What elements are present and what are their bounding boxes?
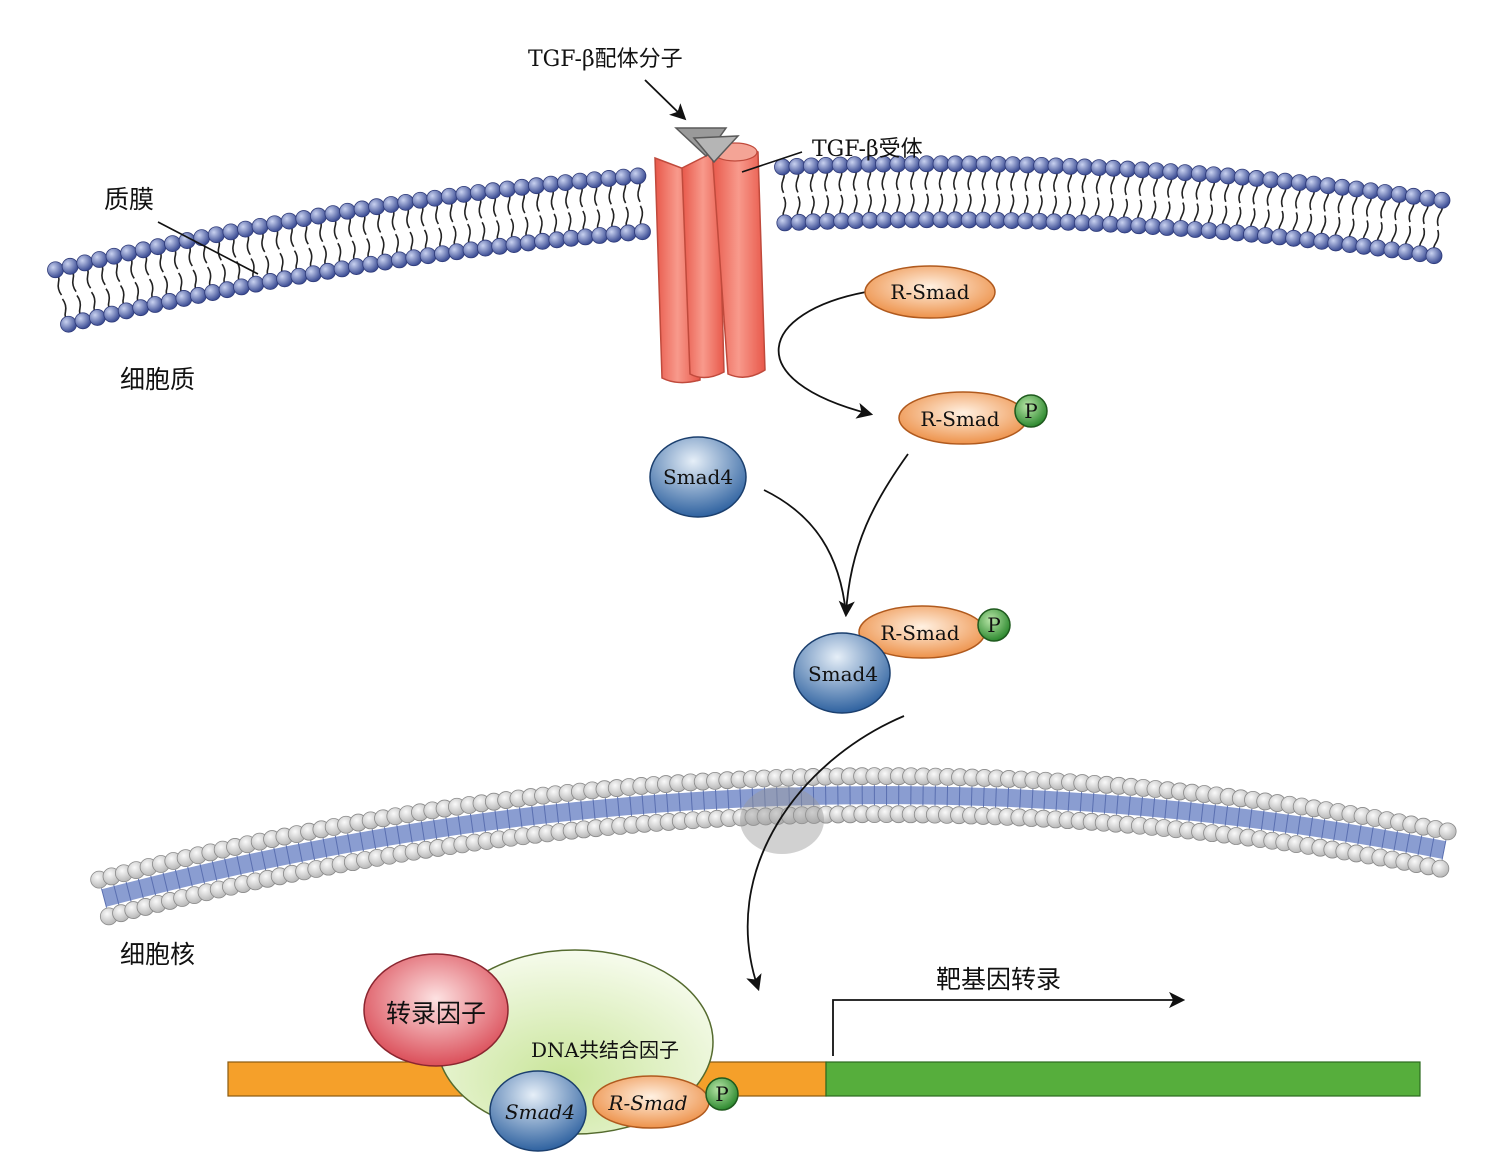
dna-phospho-icon [705, 1077, 739, 1111]
plasma-membrane-label: 质膜 [104, 185, 154, 214]
nuclear-import-arrow [746, 715, 905, 992]
dna-smad4-label: Smad4 [505, 1100, 575, 1124]
r-smad-phospho-node: R-Smad P [898, 391, 1048, 445]
phosphorylation-arrow [777, 291, 874, 419]
smad-complex: R-Smad P Smad4 [793, 605, 1011, 714]
plasma-membrane [47, 155, 1451, 333]
dna-r-smad-label: R-Smad [607, 1091, 687, 1115]
complex-phospho-label: P [987, 613, 1000, 637]
nuclear-envelope [90, 767, 1457, 926]
tgf-beta-ligand-icon [674, 127, 740, 164]
r-smad-phospho-label: R-Smad [920, 407, 999, 431]
transcription-complex: DNA共结合因子 转录因子 Smad4 R-Smad P [363, 949, 739, 1152]
complex-smad4-label: Smad4 [808, 662, 878, 686]
r-smad-label: R-Smad [890, 280, 969, 304]
ligand-label: TGF-β配体分子 [528, 47, 683, 72]
dna-smad4-shape [489, 1070, 587, 1152]
tgf-beta-receptor [654, 142, 766, 384]
dna-cofactor-label: DNA共结合因子 [531, 1038, 679, 1062]
r-smad-p-to-complex-arrow [838, 453, 909, 618]
transcription-arrow [832, 991, 1186, 1056]
smad4-label: Smad4 [663, 465, 733, 489]
r-smad-node: R-Smad [864, 265, 996, 319]
phospho-label: P [1024, 399, 1037, 423]
plasma-membrane-pointer [157, 221, 259, 275]
ligand-pointer [644, 79, 687, 121]
receptor-label: TGF-β受体 [812, 137, 923, 162]
smad4-to-complex-arrow [763, 489, 847, 615]
dna-strand [227, 1061, 1421, 1097]
complex-r-smad-label: R-Smad [880, 621, 959, 645]
complex-phospho-icon [977, 608, 1011, 642]
smad4-node: Smad4 [649, 436, 747, 518]
receptor-pointer [741, 151, 803, 173]
transcription-factor-label: 转录因子 [386, 999, 486, 1028]
nucleus-label: 细胞核 [120, 940, 195, 969]
dna-target-gene [825, 1061, 1421, 1097]
dna-phospho-label: P [715, 1082, 728, 1106]
cytoplasm-label: 细胞质 [120, 365, 195, 394]
phospho-icon [1014, 394, 1048, 428]
target-gene-transcription-label: 靶基因转录 [936, 965, 1061, 994]
transcription-factor-shape [363, 953, 509, 1067]
